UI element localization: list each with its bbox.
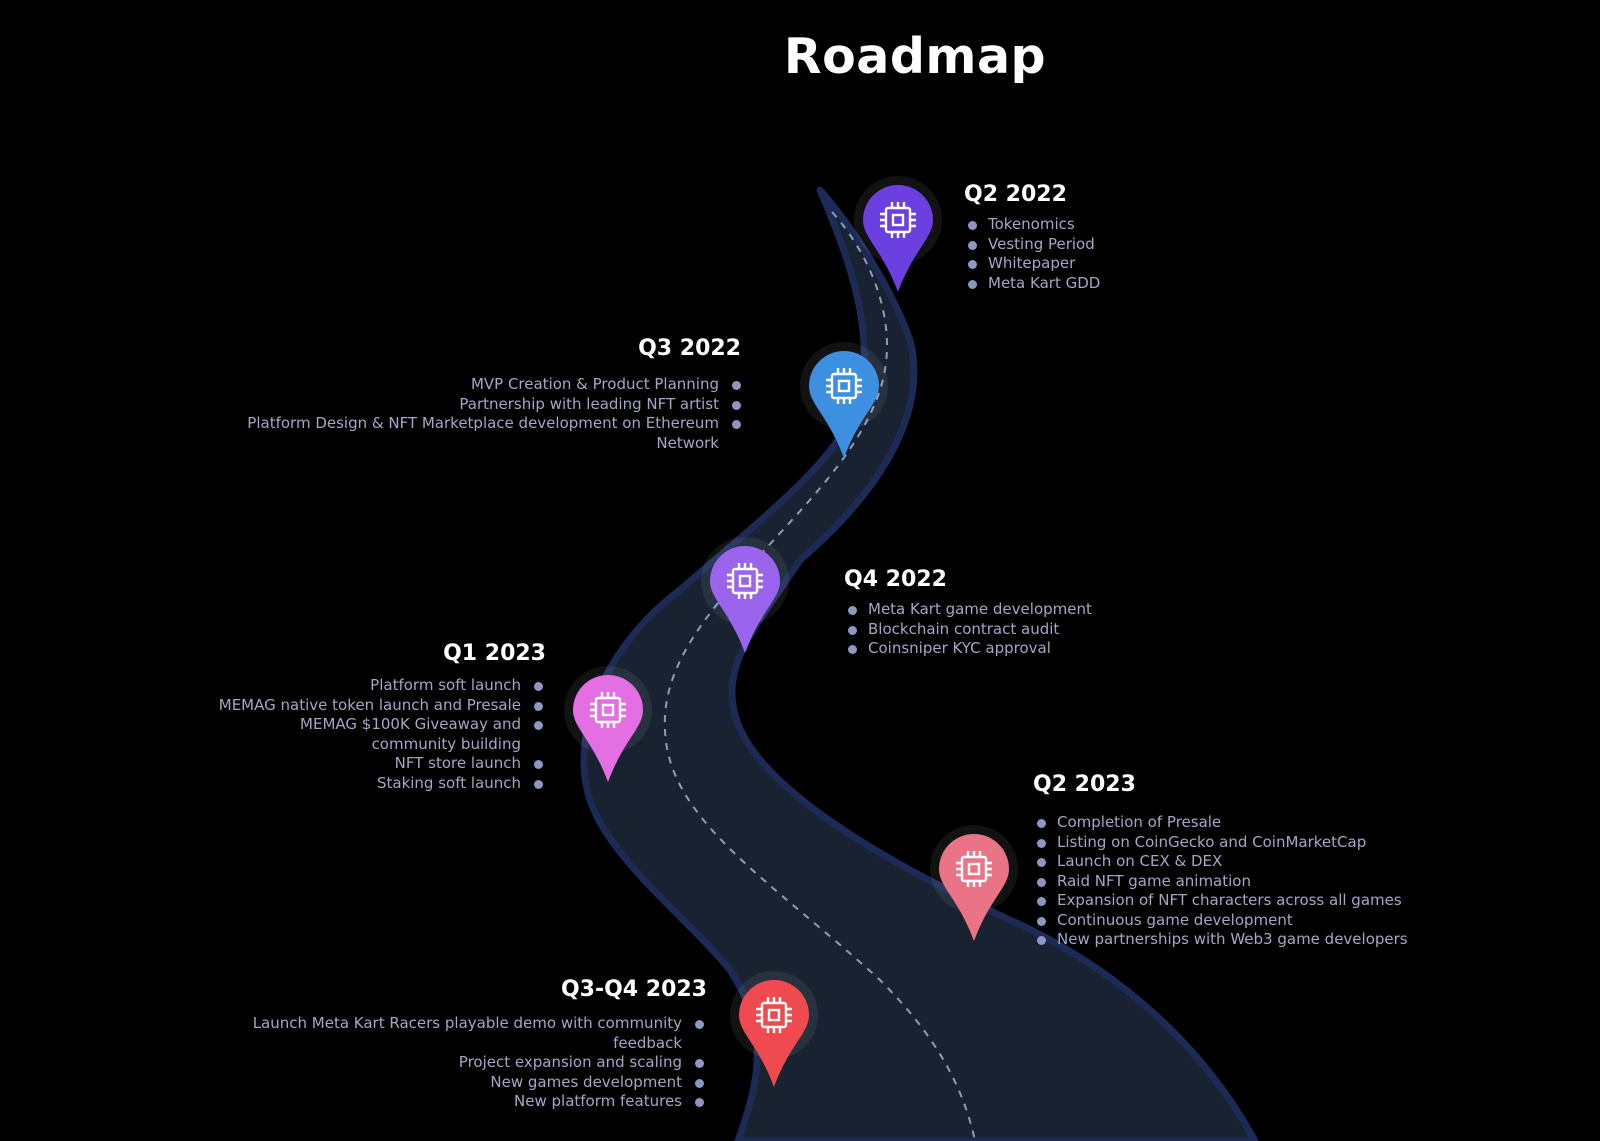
phase-item: Expansion of NFT characters across all g…: [1033, 891, 1408, 911]
phase-q3-2022: Q3 2022 MVP Creation & Product Planning …: [181, 335, 741, 453]
phase-item: MEMAG native token launch and Presale: [173, 696, 543, 716]
phase-item: Whitepaper: [964, 254, 1100, 274]
pin-shape: [939, 834, 1009, 941]
phase-item: Coinsniper KYC approval: [844, 639, 1092, 659]
milestone-pin-q1-2023: [562, 665, 654, 787]
chip-icon: [880, 202, 916, 238]
chip-icon: [756, 997, 792, 1033]
phase-q1-2023: Q1 2023 Platform soft launch MEMAG nativ…: [173, 640, 546, 793]
phase-item: Vesting Period: [964, 235, 1100, 255]
milestone-pin-q2-2023: [928, 824, 1020, 946]
pin-shape: [710, 546, 780, 653]
phase-item: Staking soft launch: [173, 774, 543, 794]
phase-item: Raid NFT game animation: [1033, 872, 1408, 892]
phase-q2-2023: Q2 2023 Completion of Presale Listing on…: [1033, 771, 1408, 950]
phase-item: Project expansion and scaling: [184, 1053, 704, 1073]
phase-item: New games development: [184, 1073, 704, 1093]
phase-item: Blockchain contract audit: [844, 620, 1092, 640]
phase-item: Listing on CoinGecko and CoinMarketCap: [1033, 833, 1408, 853]
phase-items: Meta Kart game development Blockchain co…: [844, 600, 1092, 659]
phase-item: MVP Creation & Product Planning: [181, 375, 741, 395]
phase-title: Q1 2023: [443, 641, 546, 666]
pin-shape: [809, 351, 879, 458]
phase-item: Partnership with leading NFT artist: [181, 395, 741, 415]
pin-shape: [863, 185, 933, 292]
phase-item: Meta Kart GDD: [964, 274, 1100, 294]
phase-items: Launch Meta Kart Racers playable demo wi…: [184, 1014, 704, 1112]
phase-q4-2022: Q4 2022 Meta Kart game development Block…: [844, 566, 1092, 659]
phase-title: Q3 2022: [638, 336, 741, 361]
chip-icon: [727, 563, 763, 599]
phase-title: Q3-Q4 2023: [560, 977, 707, 1002]
phase-title: Q2 2023: [1033, 772, 1136, 797]
milestone-pin-q3-2022: [798, 341, 890, 463]
chip-icon: [956, 851, 992, 887]
phase-q3-q4-2023: Q3-Q4 2023 Launch Meta Kart Racers playa…: [184, 976, 707, 1112]
road-surface: [580, 186, 1259, 1141]
phase-title: Q4 2022: [844, 567, 947, 592]
phase-q2-2022: Q2 2022 Tokenomics Vesting Period Whitep…: [964, 181, 1100, 293]
milestone-pin-q2-2022: [852, 175, 944, 297]
phase-item: Meta Kart game development: [844, 600, 1092, 620]
phase-items: Completion of Presale Listing on CoinGec…: [1033, 813, 1408, 950]
phase-items: Platform soft launch MEMAG native token …: [173, 676, 543, 793]
phase-items: MVP Creation & Product Planning Partners…: [181, 375, 741, 453]
pin-shape: [573, 675, 643, 782]
phase-item: Tokenomics: [964, 215, 1100, 235]
phase-item: Continuous game development: [1033, 911, 1408, 931]
phase-item: New partnerships with Web3 game develope…: [1033, 930, 1408, 950]
phase-item: New platform features: [184, 1092, 704, 1112]
page-title: Roadmap: [783, 28, 1047, 85]
phase-item: Platform soft launch: [173, 676, 543, 696]
chip-icon: [590, 692, 626, 728]
phase-item: Launch on CEX & DEX: [1033, 852, 1408, 872]
phase-item: Completion of Presale: [1033, 813, 1408, 833]
phase-item: Launch Meta Kart Racers playable demo wi…: [184, 1014, 704, 1053]
milestone-pin-q4-2022: [699, 536, 791, 658]
phase-items: Tokenomics Vesting Period Whitepaper Met…: [964, 215, 1100, 293]
phase-title: Q2 2022: [964, 182, 1067, 207]
phase-item: Platform Design & NFT Marketplace develo…: [181, 414, 741, 453]
phase-item: MEMAG $100K Giveaway and community build…: [173, 715, 543, 754]
pin-shape: [739, 980, 809, 1087]
phase-item: NFT store launch: [173, 754, 543, 774]
chip-icon: [826, 368, 862, 404]
milestone-pin-q3-q4-2023: [728, 970, 820, 1092]
